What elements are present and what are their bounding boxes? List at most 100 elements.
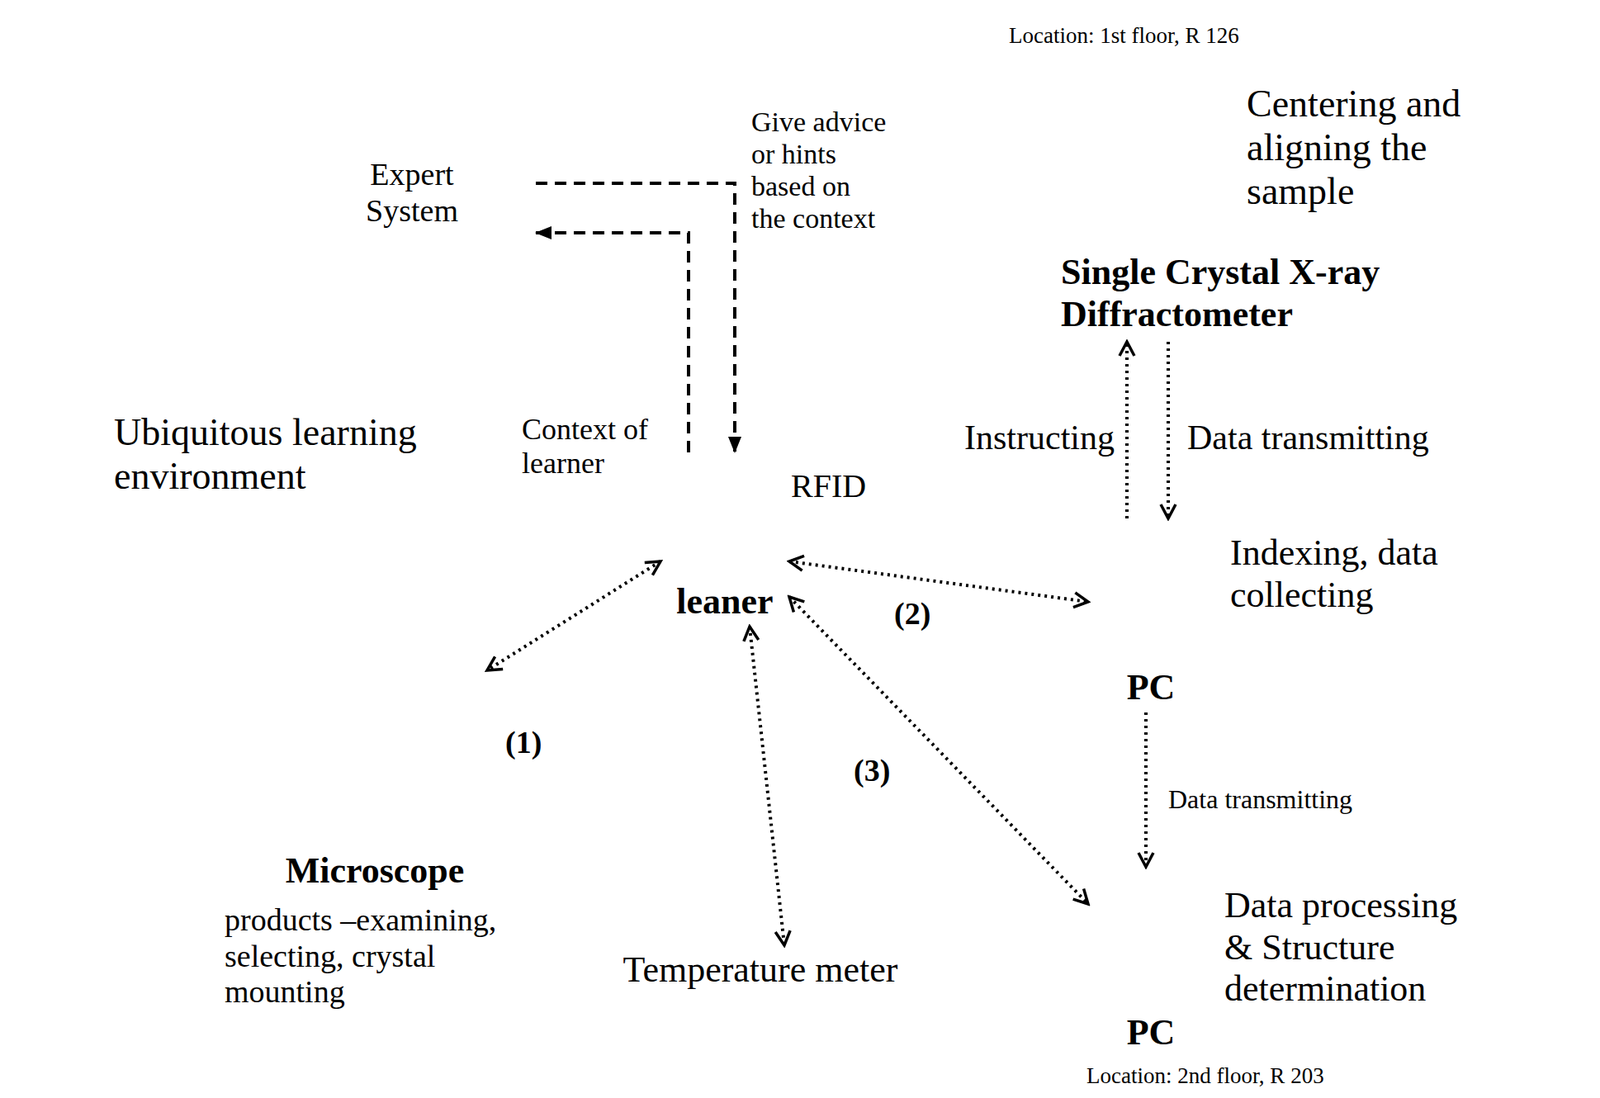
microscope-node-shape-part — [407, 676, 415, 683]
rfid-label: RFID — [790, 467, 867, 506]
microscope-node-shape-part — [335, 709, 375, 749]
diffractometer-node-shape-part — [1112, 165, 1212, 237]
dashed-arrow — [535, 183, 735, 453]
station-box: Location: 2nd floor, R 203 Data processin… — [1007, 783, 1595, 1098]
learning-cloud-shape-part — [500, 582, 644, 725]
learner-node-shape-part — [681, 454, 703, 477]
diffractometer-node-shape-part — [1110, 137, 1207, 140]
node-text: Indexing, data collecting — [1230, 532, 1470, 616]
text-holder: RFID — [790, 467, 867, 506]
text-holder: Data processing & Structure determinatio… — [1224, 885, 1481, 1011]
learning-cloud-shape-part — [497, 0, 767, 181]
title-banner-part — [24, 11, 53, 40]
title-banner-part — [103, 11, 682, 67]
learning-cloud-shape-part — [508, 446, 774, 712]
learner-node-shape-part — [671, 478, 713, 572]
text-holder: (3) — [853, 752, 890, 790]
text-holder: products –examining, selecting, crystal … — [224, 902, 555, 1011]
station-box: products –examining, selecting, crystal … — [180, 563, 589, 1074]
text-holder: Instructing — [949, 417, 1115, 458]
learning-cloud-shape-part — [518, 110, 927, 519]
text-holder: Ubiquitous learning environment — [113, 411, 461, 499]
microscope-node-shape-part — [413, 671, 450, 708]
computer-node-shape-part — [228, 160, 290, 166]
learning-cloud-shape-part — [508, 99, 921, 512]
learning-cloud-shape-part — [122, 0, 388, 230]
node-text: Expert System — [351, 156, 473, 229]
learning-cloud-shape-part — [508, 0, 774, 187]
text-holder: PC — [1088, 1012, 1214, 1055]
meter-node: Temperature meter — [606, 945, 914, 1005]
diffractometer-node-shape-part — [1112, 211, 1212, 213]
learner-node-shape-part — [704, 480, 746, 573]
text-holder: Microscope — [262, 850, 488, 893]
diffractometer-node-shape-part — [1159, 171, 1193, 179]
pc-node-shape-part — [1162, 622, 1200, 627]
text-holder: Give advice or hints based on the contex… — [751, 105, 888, 235]
title-banner-part — [52, 11, 81, 40]
pc-node-shape-part — [1089, 639, 1212, 641]
learner-node-shape-part — [747, 454, 769, 477]
pc-node-shape-part — [1089, 960, 1212, 998]
computer-node-shape-part — [397, 295, 445, 313]
learning-cloud-shape-part — [612, 510, 817, 715]
edge-label: Give advice or hints based on the contex… — [751, 105, 888, 235]
dotted-arrow — [1125, 341, 1129, 519]
title-banner-part — [52, 39, 81, 68]
node-text: leaner — [660, 581, 790, 624]
microscope-node-shape-part — [317, 610, 370, 675]
pc-node-shape-part — [1106, 868, 1196, 955]
text-holder: Context of learner — [521, 412, 679, 482]
text-holder: Data transmitting — [1187, 417, 1468, 458]
computer-node-shape-part — [217, 142, 307, 389]
computer-node-shape-part — [274, 355, 562, 358]
learning-cloud-shape-part — [303, 253, 716, 666]
text-holder: PC — [1088, 667, 1214, 710]
learning-cloud-shape-part — [500, 0, 766, 179]
dotted-arrow — [789, 561, 1089, 602]
microscope-node-shape-part — [295, 804, 461, 838]
learning-cloud-shape-part — [120, 0, 390, 232]
learning-cloud-shape-part — [839, 446, 957, 564]
text-holder: Centering and aligning the sample — [1246, 82, 1482, 214]
pc-node: Indexing, data collectingPC — [1088, 518, 1468, 713]
node-text: Location: 2nd floor, R 203 — [1086, 1063, 1467, 1089]
callout-number: (1) — [505, 724, 542, 762]
diffractometer-node: Centering and aligning the sampleSingle … — [1060, 79, 1482, 342]
text-holder: (1) — [505, 724, 542, 762]
microscope-node-shape-part — [357, 809, 432, 824]
computer-node-shape-part — [360, 312, 485, 322]
dotted-arrow — [1166, 341, 1170, 519]
microscope-node-shape-part — [336, 596, 389, 662]
text-holder: Location: 2nd floor, R 203 — [1086, 1063, 1467, 1089]
microscope-node-shape-part — [312, 604, 341, 634]
pc-node-shape-part — [1139, 605, 1163, 613]
pc-node-shape-part — [1116, 878, 1186, 942]
diffractometer-node-shape-part — [1102, 163, 1111, 240]
title-banner-part — [80, 39, 103, 62]
computer-node-shape-part — [219, 326, 592, 385]
edge-label: Instructing — [949, 417, 1115, 458]
edge-label: Data transmitting — [1187, 417, 1468, 458]
diffractometer-node-shape-part — [1150, 122, 1167, 139]
title-banner-part — [33, 69, 52, 88]
microscope-node-shape-part — [331, 705, 390, 756]
text-holder: Single Crystal X-ray Diffractometer — [1060, 251, 1449, 336]
learner-node-shape-part — [714, 456, 736, 479]
microscope-node-shape-part — [312, 591, 391, 677]
learning-cloud-shape-part — [497, 579, 645, 727]
microscope-node-shape-part — [277, 584, 480, 845]
node-text: Microscope — [262, 850, 488, 893]
diffractometer-node-shape-part — [1107, 89, 1212, 159]
learning-cloud-shape-part — [765, 520, 909, 663]
node-text: Data processing & Structure determinatio… — [1224, 885, 1481, 1011]
diffractometer-node-shape-part — [1143, 110, 1169, 128]
learning-cloud-shape-part — [33, 478, 238, 682]
node-text: products –examining, selecting, crystal … — [224, 902, 555, 1011]
station-box-shape-part — [954, 75, 1562, 734]
computer-node: Expert System — [319, 112, 536, 313]
learning-cloud-shape-part — [510, 102, 919, 511]
text-holder: Expert System — [351, 156, 473, 229]
text-holder: leaner — [660, 581, 790, 624]
node-text: Location: 1st floor, R 126 — [1008, 23, 1389, 49]
